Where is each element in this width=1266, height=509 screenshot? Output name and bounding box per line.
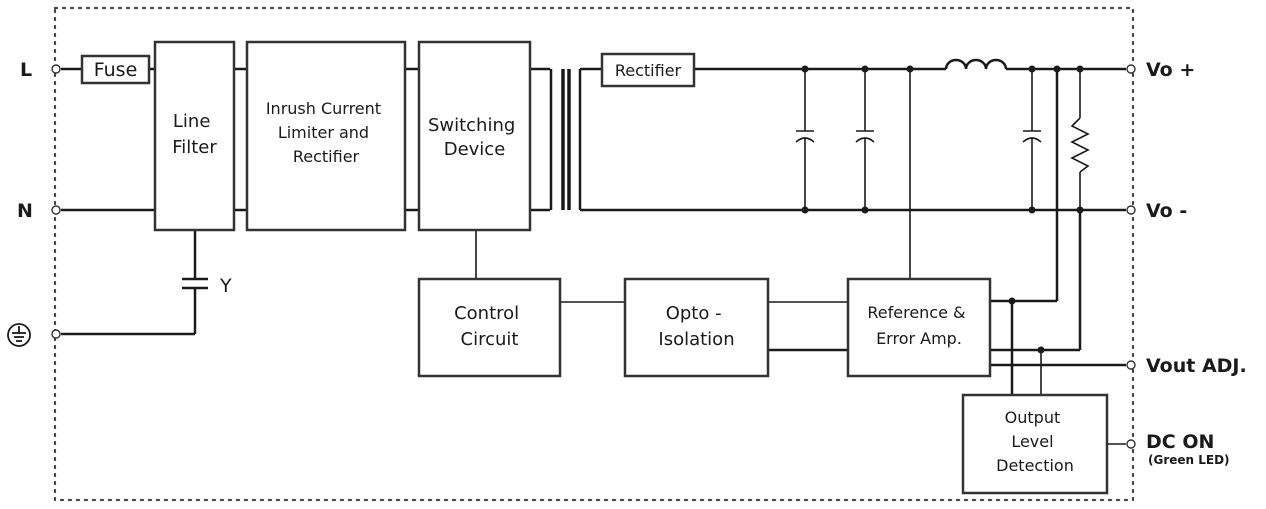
terminal-markers	[51, 64, 1136, 449]
y-capacitor-label: Y	[219, 275, 232, 297]
opto-isolation-block: Opto - Isolation	[623, 277, 770, 378]
inrush-limiter-block: Inrush Current Limiter and Rectifier	[245, 40, 407, 232]
terminal-l-label: L	[20, 59, 32, 81]
junction-dots	[801, 65, 1084, 354]
control-circuit-block: Control Circuit	[417, 277, 562, 378]
fuse-label: Fuse	[94, 59, 138, 81]
output-level-detection-block: Output Level Detection	[961, 393, 1109, 495]
terminal-vo-minus-label: Vo -	[1146, 200, 1187, 222]
terminal-vo-plus-label: Vo +	[1146, 59, 1195, 81]
fuse: Fuse	[80, 54, 151, 85]
line-filter-block: Line Filter	[153, 40, 236, 232]
reference-error-amp-label: Reference & Error Amp.	[867, 303, 970, 348]
line-filter-label: Line Filter	[172, 111, 217, 158]
enclosure-border	[53, 6, 1135, 502]
control-circuit-label: Control Circuit	[454, 303, 525, 350]
switching-device-label: Switching Device	[428, 115, 521, 160]
inrush-limiter-label: Inrush Current Limiter and Rectifier	[266, 99, 386, 166]
terminal-n-label: N	[17, 200, 33, 222]
ground-icon	[7, 323, 31, 347]
rectifier: Rectifier	[600, 52, 696, 88]
output-level-detection-label: Output Level Detection	[996, 408, 1074, 475]
switching-device-block: Switching Device	[417, 40, 532, 232]
opto-isolation-label: Opto - Isolation	[658, 303, 734, 350]
terminal-dc-on-label: DC ON	[1146, 431, 1214, 453]
reference-error-amp-block: Reference & Error Amp.	[846, 277, 992, 378]
terminal-dc-on-note: (Green LED)	[1148, 453, 1230, 467]
wiring	[61, 58, 1126, 445]
rectifier-label: Rectifier	[615, 61, 682, 80]
terminal-vout-adj-label: Vout ADJ.	[1146, 355, 1247, 377]
